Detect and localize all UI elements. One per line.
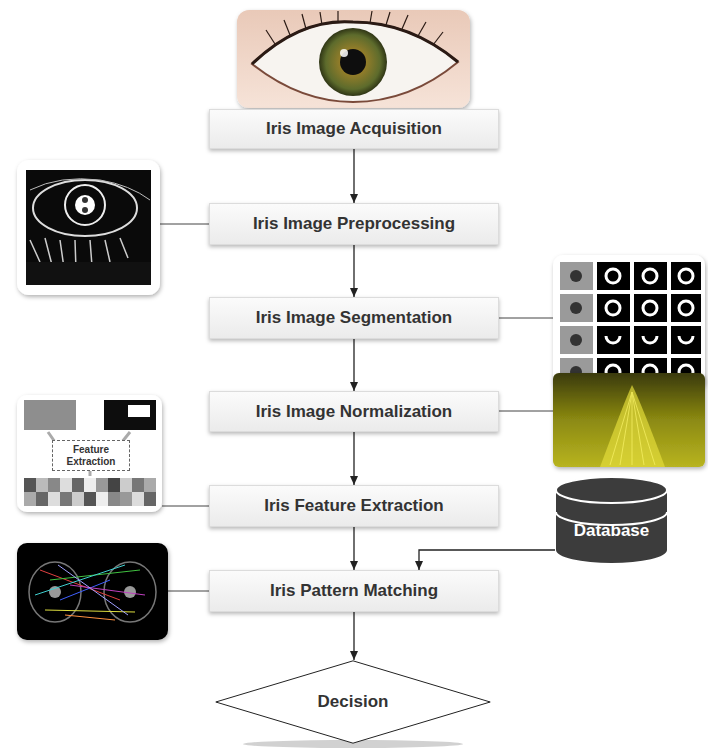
node-text: Iris Image Normalization bbox=[256, 402, 453, 422]
process-box: Iris Image Preprocessing bbox=[209, 203, 499, 245]
preprocessing-thumbnail bbox=[17, 160, 160, 295]
node-text: Iris Image Acquisition bbox=[266, 119, 442, 139]
flow-arrow bbox=[353, 245, 354, 297]
node-text: Iris Image Segmentation bbox=[256, 308, 453, 328]
segmentation-thumbnail bbox=[553, 255, 705, 390]
process-box: Iris Image Segmentation bbox=[209, 297, 499, 339]
node-text: Iris Feature Extraction bbox=[264, 496, 444, 516]
node-text: Database bbox=[574, 521, 650, 541]
flow-arrow bbox=[353, 339, 354, 391]
matching-thumbnail bbox=[17, 543, 168, 640]
feature-thumbnail bbox=[17, 395, 162, 512]
node-text: Iris Pattern Matching bbox=[270, 581, 438, 601]
flow-arrow bbox=[353, 149, 354, 203]
thumbnail-label: Feature Extraction bbox=[52, 440, 130, 471]
database-cylinder: Database bbox=[555, 476, 668, 564]
cylinder-outline bbox=[555, 476, 668, 564]
flow-arrow bbox=[353, 612, 354, 660]
normalization-thumbnail bbox=[553, 373, 705, 467]
process-box: Iris Image Normalization bbox=[209, 391, 499, 432]
leader-lines bbox=[160, 224, 553, 591]
node-text: Iris Image Preprocessing bbox=[253, 214, 455, 234]
flow-arrow bbox=[353, 432, 354, 485]
flow-arrow bbox=[353, 527, 354, 570]
flow-arrow bbox=[419, 550, 555, 570]
decision-diamond: Decision bbox=[213, 660, 493, 744]
process-box: Iris Image Acquisition bbox=[209, 109, 499, 149]
process-box: Iris Feature Extraction bbox=[209, 485, 499, 527]
eye-illustration bbox=[237, 10, 470, 108]
node-text: Decision bbox=[318, 692, 389, 712]
process-box: Iris Pattern Matching bbox=[209, 570, 499, 612]
